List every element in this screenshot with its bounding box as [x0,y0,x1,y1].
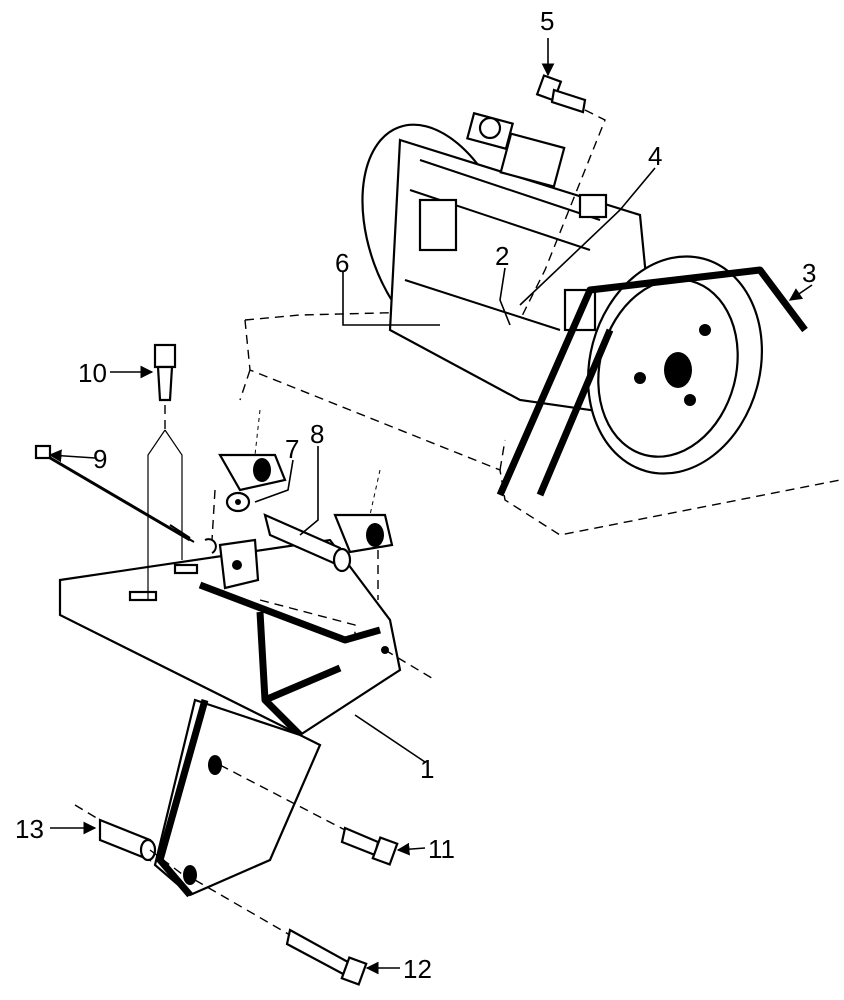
compressor [361,111,808,497]
callout-3: 3 [802,258,816,288]
callout-12: 12 [403,954,432,984]
callout-6: 6 [335,248,349,278]
bolt-10 [147,343,183,600]
mounting-bracket [58,538,436,898]
bolt-5 [519,74,606,321]
callout-2: 2 [495,241,509,271]
spacer-13 [74,804,191,881]
adjusting-plate-and-spacer [218,513,356,640]
callout-1: 1 [420,754,434,784]
bush-7 [204,489,251,554]
callout-13: 13 [15,814,44,844]
bolt-12 [194,879,368,986]
callout-7: 7 [285,434,299,464]
callout-9: 9 [93,444,107,474]
engine-pivot-bosses [218,409,394,600]
callout-8: 8 [310,419,324,449]
leader-lines [48,38,813,975]
callout-5: 5 [540,6,554,36]
callout-4: 4 [648,141,662,171]
callout-10: 10 [78,358,107,388]
bolt-11 [219,764,399,866]
adjusting-rod-9 [34,444,195,543]
callout-11: 11 [428,834,455,864]
